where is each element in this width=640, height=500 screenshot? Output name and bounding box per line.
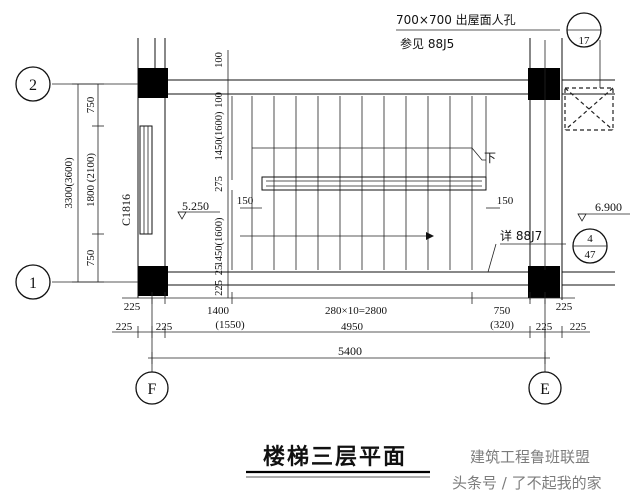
watermark: 建筑工程鲁班联盟 头条号 / 了不起我的家 bbox=[452, 448, 602, 492]
stair-flights bbox=[231, 96, 487, 270]
well-dimensions: 150 150 bbox=[237, 195, 514, 209]
dim-b-320: (320) bbox=[490, 319, 514, 331]
column-f1 bbox=[138, 266, 168, 296]
axis-f-label: F bbox=[148, 381, 157, 398]
dim-b-225-left: 225 bbox=[124, 301, 141, 313]
elevation-marks: 5.250 6.900 bbox=[177, 199, 630, 222]
railing-detail-top: 4 bbox=[587, 233, 593, 245]
dim-v-100-a: 100 bbox=[214, 52, 225, 68]
watermark-line2: 头条号 / 了不起我的家 bbox=[452, 474, 602, 492]
dim-v-1450-top: 1450(1600) bbox=[214, 111, 225, 160]
bottom-dimensions: 225 1400 (1550) 280×10=2800 750 (320) 22… bbox=[112, 292, 590, 364]
railing-detail-bottom: 47 bbox=[585, 249, 597, 261]
dim-v-1450-bottom: 1450(1600) bbox=[214, 217, 225, 266]
dim-b-750: 750 bbox=[494, 305, 511, 317]
roof-manhole bbox=[544, 40, 614, 270]
dim-total-5400: 5400 bbox=[338, 344, 362, 358]
manhole-note: 700×700 出屋面人孔 参见 88J5 17 bbox=[396, 12, 602, 51]
column-e1 bbox=[528, 266, 560, 298]
window-label: C1816 bbox=[119, 194, 133, 226]
columns bbox=[138, 68, 560, 298]
column-f2 bbox=[138, 68, 168, 98]
manhole-ref: 参见 88J5 bbox=[400, 36, 454, 51]
inner-vertical-dimensions: 100 100 1450(1600) 275 1450(1600) 225 25 bbox=[214, 50, 229, 298]
watermark-line1: 建筑工程鲁班联盟 bbox=[470, 448, 590, 466]
down-label: 下 bbox=[484, 151, 496, 165]
dim-b-1400: 1400 bbox=[207, 305, 230, 317]
elevation-right: 6.900 bbox=[595, 200, 622, 214]
dim-c-4950: 4950 bbox=[341, 321, 364, 333]
elevation-left: 5.250 bbox=[182, 199, 209, 213]
railing-note: 详 88J7 4 47 bbox=[487, 228, 608, 273]
dim-v-275: 275 bbox=[214, 176, 225, 192]
railing-ref: 详 88J7 bbox=[500, 228, 542, 243]
dim-w150-right: 150 bbox=[497, 195, 514, 207]
dim-b-225-right: 225 bbox=[556, 301, 573, 313]
left-dimensions: 3300(3600) 750 1800 (2100) 750 bbox=[63, 83, 104, 283]
dim-total-height: 3300(3600) bbox=[63, 157, 75, 209]
dim-b-2800: 280×10=2800 bbox=[325, 305, 387, 317]
manhole-label: 700×700 出屋面人孔 bbox=[396, 13, 516, 27]
dim-c-225-b: 225 bbox=[156, 321, 173, 333]
dim-left-1800: 1800 (2100) bbox=[85, 153, 97, 207]
drawing-title: 楼梯三层平面 bbox=[246, 444, 430, 478]
column-e2 bbox=[528, 68, 560, 100]
axis-1-label: 1 bbox=[29, 275, 37, 292]
dim-left-750-top: 750 bbox=[85, 96, 97, 113]
manhole-detail: 17 bbox=[579, 35, 591, 47]
dim-c-225-d: 225 bbox=[570, 321, 587, 333]
dim-w150-left: 150 bbox=[237, 195, 254, 207]
dim-v-25: 25 bbox=[214, 265, 225, 276]
dim-left-750-bottom: 750 bbox=[85, 249, 97, 266]
dim-v-225: 225 bbox=[214, 280, 225, 296]
stair-well bbox=[261, 176, 487, 191]
dim-c-225-c: 225 bbox=[536, 321, 553, 333]
dim-c-225-a: 225 bbox=[116, 321, 133, 333]
dim-v-100-b: 100 bbox=[214, 92, 225, 108]
dim-b-1550: (1550) bbox=[215, 319, 245, 331]
title-text: 楼梯三层平面 bbox=[263, 444, 407, 470]
axis-e-label: E bbox=[540, 381, 550, 398]
axis-2-label: 2 bbox=[29, 77, 37, 94]
